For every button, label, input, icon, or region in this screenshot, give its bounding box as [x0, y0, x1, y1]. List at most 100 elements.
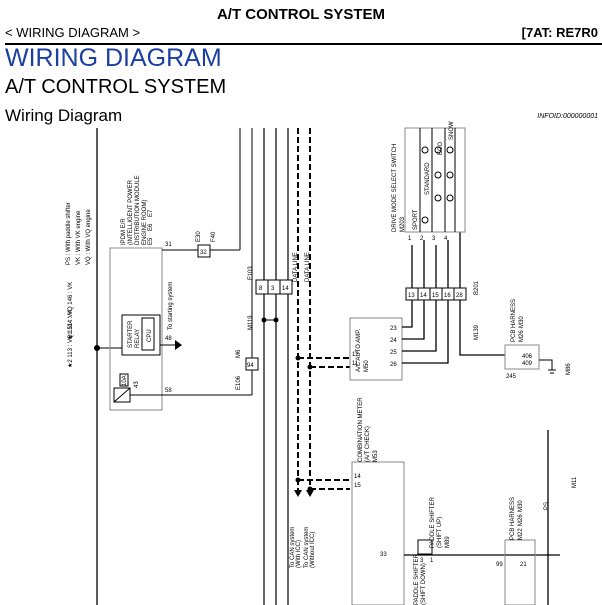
pin-b16: 16	[444, 293, 451, 299]
switch-contact	[434, 194, 442, 202]
junction-dot	[307, 364, 313, 370]
pin-21: 21	[520, 562, 527, 568]
conn-b201-group: B201	[474, 280, 480, 295]
switch-contact	[421, 216, 429, 224]
legend-mark2: ★2 113 : VQ 151 : VK	[67, 310, 74, 368]
pin-32: 32	[200, 250, 207, 256]
pcb-harness2-label-group: PCB HARNESS M22 M26 M30	[510, 497, 524, 540]
fuse-box	[119, 373, 129, 387]
section-heading: WIRING DIAGRAM	[5, 44, 222, 72]
paddle-down-label: PADDLE SHIFTER	[414, 553, 420, 605]
pcb-harness2-conn3: M30	[518, 500, 524, 512]
conn-e30: E30	[196, 231, 202, 242]
pin43-label: 43	[134, 381, 140, 388]
conn-m119: M119	[248, 315, 254, 330]
pin-box	[245, 357, 259, 371]
can-note-2: (With ICC)	[296, 540, 302, 568]
subsection-heading: A/T CONTROL SYSTEM	[5, 76, 227, 98]
data-line-label-2: DATA LINE	[305, 252, 311, 282]
switch-contact	[446, 171, 454, 179]
switch-contact	[434, 146, 442, 154]
wire	[402, 300, 425, 340]
conn-e106: E106	[236, 375, 242, 390]
wire	[402, 300, 437, 352]
pcb-harness2-conn2: M26	[518, 514, 524, 526]
cpu-box	[141, 317, 155, 351]
mode-col-standard-group: STANDARD	[425, 162, 431, 195]
wire	[402, 300, 449, 364]
legend-marks: ★1 114 : VQ 146 : VK	[67, 282, 74, 340]
page-header-title: A/T CONTROL SYSTEM	[216, 6, 386, 23]
conn-f40: F40	[211, 231, 217, 242]
arrow-icon	[175, 340, 182, 350]
switch-contact	[446, 194, 454, 202]
ipdm-label-4: ENGINE ROOM)	[142, 200, 148, 245]
pin-ac12: 12	[352, 352, 359, 358]
legend-ps: PS : With paddle shifter	[66, 202, 72, 265]
pin-ac25: 25	[390, 350, 397, 356]
mode-col-snow: SNOW	[449, 121, 455, 140]
junction-dot	[295, 355, 301, 361]
diagram-heading: Wiring Diagram	[5, 106, 123, 125]
ac-amp-label: A/C AUTO AMP.	[356, 329, 362, 372]
pin-cm15: 15	[354, 483, 361, 489]
pin-58: 58	[165, 388, 172, 394]
switch-contact	[434, 171, 442, 179]
drive-mode-label: DRIVE MODE SELECT SWITCH	[392, 144, 398, 232]
paddle-up-label-group: PADDLE SHIFTER (SHIFT UP) M89	[430, 496, 451, 548]
conn-f103-group: F103	[248, 266, 254, 280]
paddle-up-label: PADDLE SHIFTER	[430, 496, 436, 548]
pin-406: 406	[522, 354, 533, 360]
conn-m139-group: M139	[474, 324, 480, 340]
can-note-4: (Without ICC)	[310, 532, 316, 568]
junction-dot	[295, 477, 301, 483]
pin-43: 43	[134, 381, 140, 388]
mode-col-sport: SPORT	[413, 209, 419, 230]
data-line-label: DATA LINE	[293, 252, 299, 282]
mode-col-standard: STANDARD	[425, 162, 431, 195]
mode-col-sport-group: SPORT	[413, 209, 419, 230]
conn-f103: F103	[248, 266, 254, 280]
ipdm-label-3: DISTRIBUTION MODULE	[135, 175, 141, 245]
section-code: [7AT: RE7R0	[521, 25, 598, 40]
drive-mode-label-group: DRIVE MODE SELECT SWITCH M203	[392, 144, 406, 232]
pin-31: 31	[165, 242, 172, 248]
conn-e106-group: E106	[236, 375, 242, 390]
pin-b28: 28	[456, 293, 463, 299]
conn-e6: E6	[148, 223, 154, 231]
pin-box	[197, 244, 211, 258]
starter-relay-label-1: STARTER	[128, 320, 134, 348]
pcb-harness-box	[504, 344, 540, 370]
ipdm-label-1: IPDM E/R	[121, 218, 127, 245]
wire	[459, 300, 505, 356]
info-id: INFOID:000000001	[537, 113, 598, 120]
pin-b13: 13	[408, 293, 415, 299]
junction-dot	[273, 317, 279, 323]
pin-10a: 10A	[122, 375, 128, 386]
pin-f8: 8	[259, 286, 263, 292]
paddle-down-label-group: PADDLE SHIFTER (SHIFT DOWN)	[414, 553, 427, 605]
pin-ac23: 23	[390, 326, 397, 332]
legend-mark1: ★1 114 : VQ 146 : VK	[67, 282, 74, 340]
conn-m11-group: M11	[572, 476, 578, 488]
ipdm-box	[109, 247, 163, 411]
conn-m6: M6	[236, 349, 242, 358]
legend-vq: VQ : With VQ engine	[86, 209, 92, 265]
conn-b201: B201	[474, 280, 480, 295]
conn-m86-group: M86	[566, 363, 572, 375]
drive-mode-conn: M203	[400, 216, 406, 232]
arrow-down-icon	[294, 490, 302, 497]
paddle-up-conn: M89	[445, 536, 451, 548]
starter-relay-box	[121, 314, 161, 356]
legend-vk: VK : With VK engine	[76, 210, 82, 265]
conn-e30-group: E30	[196, 231, 202, 242]
switch-contact	[421, 146, 429, 154]
can-notes-group-2: To CAN system (Without ICC)	[304, 527, 316, 568]
starter-relay-label-2: RELAY	[135, 329, 141, 348]
ac-amp-label-group: A/C AUTO AMP. M50	[356, 329, 370, 372]
pcb-harness-conn1: M26	[519, 330, 525, 342]
relay-coil-diag	[113, 387, 131, 403]
paddle-shifter-up-box	[417, 539, 433, 555]
junction-dot	[261, 317, 267, 323]
